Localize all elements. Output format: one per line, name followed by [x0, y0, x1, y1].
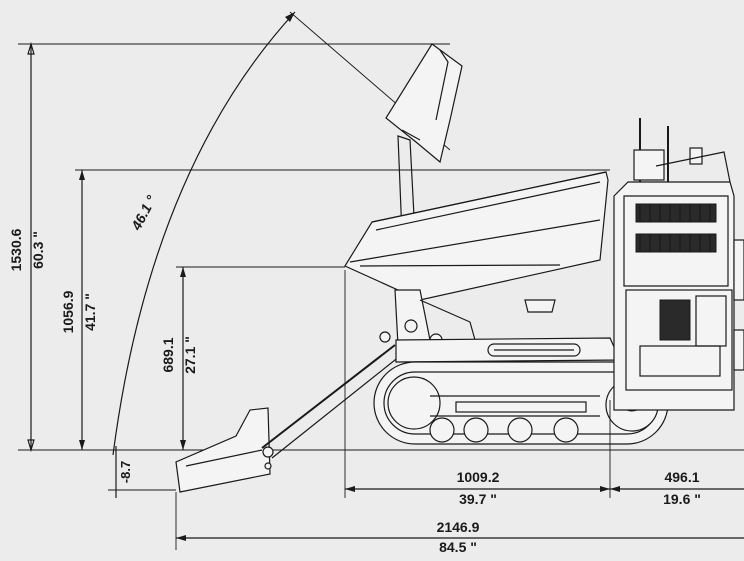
road-wheel — [507, 417, 533, 443]
horizontal-labels: 1009.2 39.7 " 496.1 19.6 " 2146.9 84.5 " — [437, 469, 701, 555]
label-rear-mm: 496.1 — [664, 469, 699, 485]
label-dig-depth: -8.7 — [118, 461, 133, 483]
arrow-up-icon — [180, 267, 186, 277]
tipped-dump-body — [344, 171, 609, 301]
road-wheel — [429, 417, 455, 443]
label-total-height-in: 60.3 " — [30, 231, 46, 269]
label-low-height-in: 27.1 " — [182, 336, 198, 374]
arrow-down-icon — [27, 439, 35, 453]
horizontal-dimensions — [175, 270, 744, 550]
label-low-height-mm: 689.1 — [160, 337, 176, 372]
loader-frame — [379, 289, 556, 347]
label-reach-mm: 1009.2 — [457, 469, 500, 485]
arrow-right-icon — [600, 486, 610, 492]
control-levers — [633, 118, 731, 183]
chassis — [395, 337, 621, 363]
label-mid-height-in: 41.7 " — [82, 293, 98, 331]
label-total-height-mm: 1530.6 — [8, 228, 24, 271]
arrow-down-icon — [79, 440, 85, 450]
label-reach-in: 39.7 " — [459, 491, 497, 507]
engine-panel — [623, 195, 729, 287]
crawler-track — [373, 361, 669, 445]
lowered-bucket — [175, 344, 401, 493]
lowered-bucket-body — [175, 407, 271, 493]
arrow-up-icon — [79, 170, 85, 180]
label-overall-mm: 2146.9 — [437, 519, 480, 535]
arrow-arc-end-icon — [285, 12, 295, 22]
engine-detail — [659, 299, 691, 341]
lower-lift-arm — [261, 344, 396, 449]
label-arc-angle: 46.1 ° — [127, 192, 159, 233]
vent-grille — [635, 203, 717, 253]
arrow-left-icon — [176, 535, 186, 541]
arrow-left-icon — [345, 486, 355, 492]
vertical-labels: 1530.6 60.3 " 1056.9 41.7 " 689.1 27.1 "… — [8, 228, 198, 483]
pivot-pin — [404, 319, 418, 333]
arrow-left-icon — [610, 486, 620, 492]
label-overall-in: 84.5 " — [439, 539, 477, 555]
vertical-dimensions — [18, 41, 744, 498]
engine-housing — [613, 181, 744, 411]
front-idler-wheel — [387, 376, 441, 430]
pivot-pin — [379, 331, 391, 343]
arrow-down-icon — [180, 440, 186, 450]
arrow-up-icon — [27, 41, 35, 55]
rear-handle — [733, 239, 744, 301]
raised-bucket-body — [385, 43, 463, 164]
raised-bucket-inner — [435, 49, 449, 121]
road-wheel — [553, 417, 579, 443]
label-rear-in: 19.6 " — [663, 491, 701, 507]
pivot-pin — [262, 446, 274, 458]
road-wheel — [463, 417, 489, 443]
label-mid-height-mm: 1056.9 — [60, 290, 76, 333]
dump-body — [344, 171, 609, 301]
arc-line — [112, 11, 296, 456]
